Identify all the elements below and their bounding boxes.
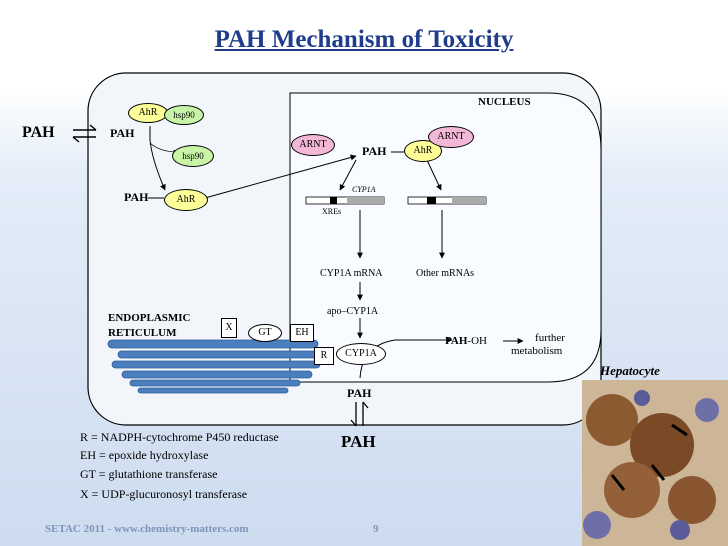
- pah-oh-label: PAH-OH: [445, 335, 487, 347]
- cyp1a-gene-label: CYP1A: [352, 185, 376, 194]
- page-title: PAH Mechanism of Toxicity: [214, 26, 514, 53]
- pah-bottom-outer: PAH: [341, 432, 376, 451]
- legend-item: R = NADPH-cytochrome P450 reductase: [80, 430, 279, 444]
- cyp1a-enzyme-oval: CYP1A: [336, 343, 386, 365]
- arrow-complex-to-nucleus: [204, 154, 357, 199]
- nucleus-outline: [289, 92, 602, 383]
- nucleus-label: NUCLEUS: [478, 96, 531, 108]
- gt-enzyme-oval: GT: [248, 324, 282, 342]
- equilibrium-arrows-top: [72, 124, 97, 143]
- legend-item: EH = epoxide hydroxylase: [80, 448, 209, 462]
- pah-outside: PAH: [22, 124, 55, 141]
- pah-cytoplasm: PAH: [110, 126, 135, 140]
- hsp90-oval: hsp90: [164, 105, 204, 125]
- eh-enzyme-box: EH: [290, 324, 314, 342]
- er-label-line2: RETICULUM: [108, 327, 177, 339]
- xres-label: XREs: [322, 207, 342, 216]
- equilibrium-arrows-bottom: [350, 401, 369, 427]
- r-enzyme-box: R: [314, 347, 334, 365]
- page-number: 9: [373, 523, 379, 535]
- apo-cyp1a-label: apo–CYP1A: [327, 306, 379, 317]
- er-label-line1: ENDOPLASMIC: [108, 312, 191, 324]
- further-metabolism-line2: metabolism: [511, 345, 563, 357]
- ahr-nucleus-oval: AhR: [404, 140, 442, 162]
- arrow-ahr-to-complex: [149, 126, 166, 191]
- legend-item: GT = glutathione transferase: [80, 467, 218, 481]
- hepatocyte-micrograph: [582, 380, 728, 546]
- footer-text: SETAC 2011 - www.chemistry-matters.com: [45, 523, 249, 535]
- arnt-left-oval: ARNT: [291, 134, 335, 156]
- ahr-complex-oval: AhR: [164, 189, 208, 211]
- hsp90-free-oval: hsp90: [172, 145, 214, 167]
- dna-right: [407, 196, 487, 205]
- cyp1a-mrna-label: CYP1A mRNA: [320, 268, 383, 279]
- pah-nucleus-label: PAH: [362, 144, 387, 158]
- x-enzyme-box: X: [221, 318, 237, 338]
- pah-complex-label: PAH: [124, 190, 149, 204]
- endoplasmic-reticulum: [107, 339, 321, 394]
- legend-item: X = UDP-glucuronosyl transferase: [80, 487, 248, 501]
- dna-left: [305, 196, 385, 205]
- pah-bottom-inner: PAH: [347, 386, 372, 400]
- arnt-right-oval: ARNT: [428, 126, 474, 148]
- hepatocyte-label: Hepatocyte: [600, 363, 660, 378]
- other-mrnas-label: Other mRNAs: [416, 268, 475, 279]
- ahr-oval: AhR: [128, 103, 168, 123]
- further-metabolism-line1: further: [535, 332, 565, 344]
